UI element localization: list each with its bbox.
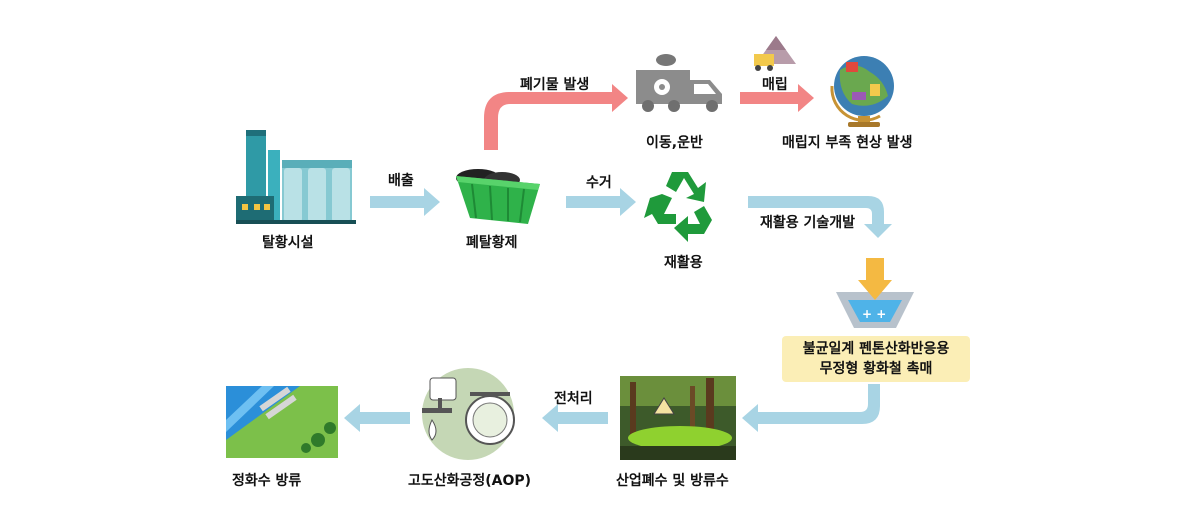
edge-collect-label: 수거 (586, 175, 612, 191)
purified-water-image (226, 386, 338, 458)
collect-arrow (566, 188, 636, 216)
truck-icon (636, 54, 722, 112)
node-transport-label: 이동,운반 (646, 135, 703, 151)
edge-recycle-tech-label: 재활용 기술개발 (760, 215, 856, 231)
desulfurization-plant-icon (236, 130, 356, 224)
svg-text:+ +: + + (862, 307, 886, 321)
node-aop-label: 고도산화공정(AOP) (408, 473, 532, 489)
catalyst-line1: 불균일계 펜톤산화반응용 (802, 341, 950, 357)
pretreat-arrow (542, 404, 608, 432)
discharge-arrow (370, 188, 440, 216)
catalyst-box: 불균일계 펜톤산화반응용 무정형 황화철 촉매 (782, 336, 970, 382)
recycle-tech-arrow (748, 196, 892, 238)
landfill-arrow (740, 84, 814, 112)
waste-desulfurizer-bin-icon (456, 169, 540, 224)
catalyst-line2: 무정형 황화철 촉매 (819, 361, 933, 377)
node-plant-label: 탈황시설 (262, 235, 314, 251)
edge-discharge-label: 배출 (388, 173, 414, 189)
aop-process-icon (422, 368, 515, 460)
node-industrial-waste-label: 산업폐수 및 방류수 (616, 473, 729, 489)
edge-waste-gen-label: 폐기물 발생 (520, 77, 590, 93)
discharge-clean-arrow (344, 404, 410, 432)
node-landfill-shortage-label: 매립지 부족 현상 발생 (782, 135, 913, 151)
edge-pretreat-label: 전처리 (554, 391, 593, 407)
waste-gen-arrow (484, 84, 628, 150)
globe-trash-icon (830, 56, 894, 127)
landfill-icon (754, 36, 796, 71)
industrial-wastewater-image (620, 376, 736, 460)
node-purified-label: 정화수 방류 (232, 473, 302, 489)
catalyst-basin-icon: + + (836, 258, 914, 328)
recycle-icon (644, 172, 712, 242)
node-recycle-label: 재활용 (664, 255, 703, 271)
edge-landfill-label: 매립 (762, 77, 788, 93)
catalyst-to-waste-arrow (742, 384, 880, 432)
node-desulf-agent-label: 폐탈황제 (466, 235, 518, 251)
